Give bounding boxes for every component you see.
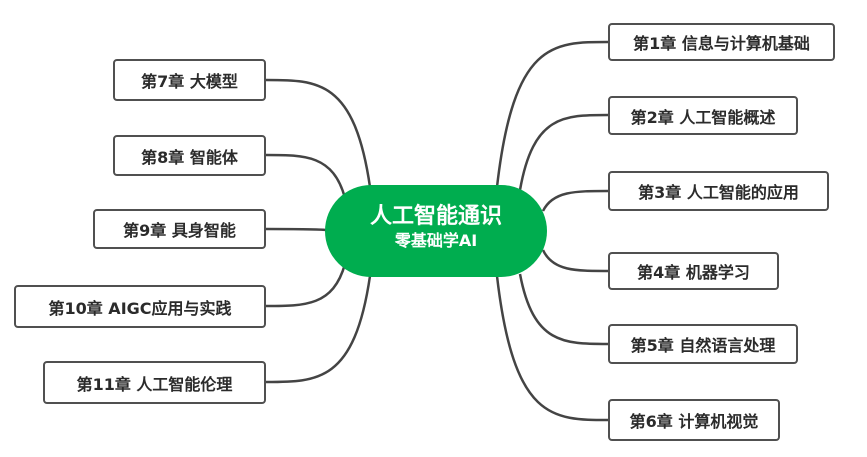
- connector-right-5: [518, 273, 609, 346]
- node-chapter-5[interactable]: 第5章 自然语言处理: [608, 324, 798, 364]
- central-topic[interactable]: 人工智能通识 零基础学AI: [325, 185, 547, 277]
- connector-right-2: [518, 113, 609, 191]
- connector-left-7: [265, 78, 372, 188]
- node-chapter-10[interactable]: 第10章 AIGC应用与实践: [14, 285, 266, 328]
- node-chapter-8[interactable]: 第8章 智能体: [113, 135, 266, 176]
- connector-right-3: [541, 189, 609, 212]
- node-chapter-9[interactable]: 第9章 具身智能: [93, 209, 266, 249]
- connector-left-8: [265, 153, 347, 199]
- central-subtitle: 零基础学AI: [394, 231, 478, 250]
- node-chapter-3[interactable]: 第3章 人工智能的应用: [608, 171, 829, 211]
- node-chapter-1[interactable]: 第1章 信息与计算机基础: [608, 23, 835, 61]
- node-chapter-7[interactable]: 第7章 大模型: [113, 59, 266, 101]
- node-chapter-11[interactable]: 第11章 人工智能伦理: [43, 361, 266, 404]
- node-chapter-6[interactable]: 第6章 计算机视觉: [608, 399, 780, 441]
- connector-right-1: [495, 40, 609, 188]
- connector-left-11: [265, 275, 372, 384]
- central-title: 人工智能通识: [369, 204, 502, 229]
- connector-right-4: [541, 249, 609, 273]
- connector-right-6: [495, 275, 609, 422]
- connector-left-9: [265, 227, 327, 232]
- node-chapter-4[interactable]: 第4章 机器学习: [608, 252, 779, 290]
- connector-left-10: [265, 263, 347, 308]
- node-chapter-2[interactable]: 第2章 人工智能概述: [608, 96, 798, 135]
